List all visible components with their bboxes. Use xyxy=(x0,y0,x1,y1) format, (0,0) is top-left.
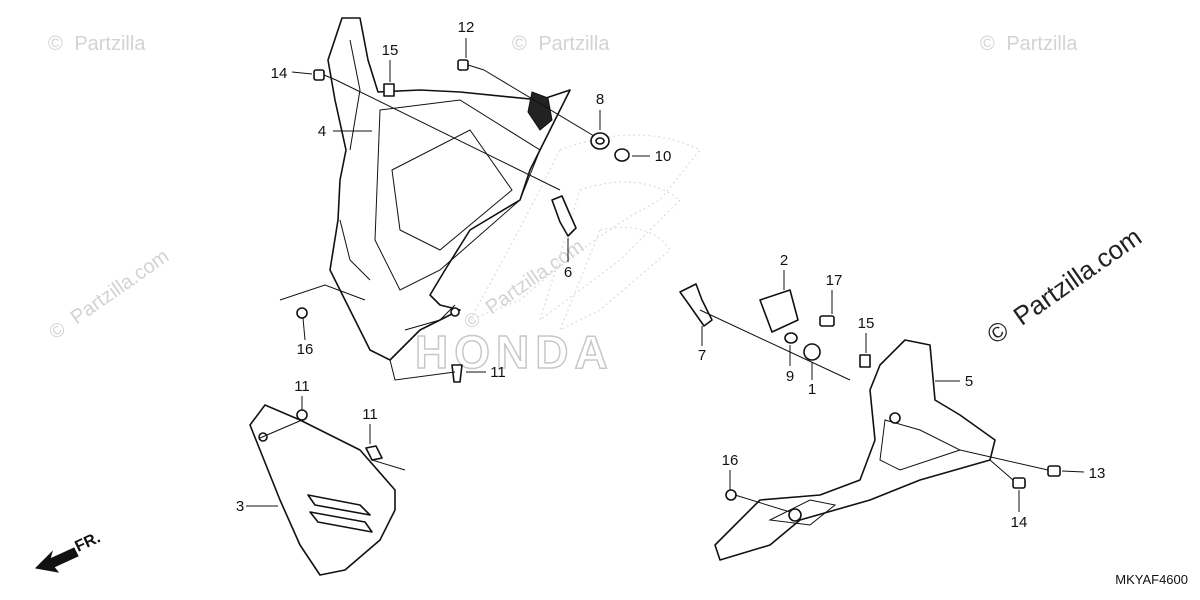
grommet-8-hole xyxy=(595,137,605,145)
bracket-6 xyxy=(551,195,577,237)
screw-11-upper xyxy=(451,364,463,383)
callout-14-lower: 14 xyxy=(1011,514,1028,531)
watermark-brand-url: Partzilla.com xyxy=(1008,221,1147,331)
bolt-17 xyxy=(819,315,835,327)
bolt-13 xyxy=(1047,465,1061,477)
callout-15-right: 15 xyxy=(858,315,875,332)
clip-15-right xyxy=(859,354,871,368)
watermark-top-left: © Partzilla xyxy=(48,33,146,55)
watermark-brand-url: Partzilla.com xyxy=(67,245,173,329)
clip-15-top xyxy=(383,83,395,97)
bolt-14-top xyxy=(313,69,337,81)
callout-15-top: 15 xyxy=(382,42,399,59)
part-4-inner-cowl xyxy=(327,17,571,361)
callout-11-upper: 11 xyxy=(490,364,506,381)
watermark-symbol: © xyxy=(48,33,63,55)
callout-10: 10 xyxy=(655,148,672,165)
callout-6: 6 xyxy=(564,264,572,281)
grommet-1 xyxy=(803,343,821,361)
bracket-7 xyxy=(679,283,713,327)
callout-16-right: 16 xyxy=(722,452,739,469)
clip-16-left xyxy=(296,307,308,319)
callout-5: 5 xyxy=(965,373,973,390)
arrow-left-icon xyxy=(34,547,79,573)
clip-16-right xyxy=(725,489,737,501)
direction-label: FR. xyxy=(73,529,104,555)
callouts: 12 15 14 4 8 10 6 16 11 11 11 3 2 17 7 1… xyxy=(236,19,1106,531)
watermark-top-center: © Partzilla xyxy=(512,33,610,55)
front-direction-arrow: FR. xyxy=(34,529,104,573)
honda-wing-logo: HONDA xyxy=(414,134,701,379)
watermark-brand: Partzilla xyxy=(538,33,610,55)
watermark-top-right: © Partzilla xyxy=(980,33,1078,55)
callout-1: 1 xyxy=(808,381,816,398)
callout-13: 13 xyxy=(1089,465,1106,482)
part-3-side-cover xyxy=(249,404,396,576)
part-5-under-cowl xyxy=(714,339,996,561)
bolt-12 xyxy=(457,59,485,71)
callout-7: 7 xyxy=(698,347,706,364)
callout-11-left: 11 xyxy=(294,378,310,395)
diagram-code: MKYAF4600 xyxy=(1115,572,1188,587)
bolt-14-lower xyxy=(1012,477,1026,489)
callout-2: 2 xyxy=(780,252,788,269)
callout-3: 3 xyxy=(236,498,244,515)
callout-8: 8 xyxy=(596,91,604,108)
watermark-symbol: © xyxy=(980,33,995,55)
callout-14-top: 14 xyxy=(271,65,288,82)
callout-16-left: 16 xyxy=(297,341,314,358)
watermark-symbol: © xyxy=(45,317,70,344)
callout-4: 4 xyxy=(318,123,326,140)
screw-11-lower xyxy=(365,445,383,461)
honda-logo-text: HONDA xyxy=(415,326,614,378)
watermark-center: © Partzilla.com xyxy=(460,235,588,334)
watermark-symbol: © xyxy=(512,33,527,55)
callout-11-lower: 11 xyxy=(362,406,378,423)
watermark-brand-url: Partzilla.com xyxy=(482,235,588,319)
callout-12: 12 xyxy=(458,19,475,36)
hardware xyxy=(296,59,1061,501)
collar-10 xyxy=(614,148,630,162)
watermark-symbol: © xyxy=(981,314,1014,350)
watermark-left: © Partzilla.com xyxy=(45,245,173,344)
nut-11-left xyxy=(296,409,308,421)
callout-9: 9 xyxy=(786,368,794,385)
callout-17: 17 xyxy=(826,272,843,289)
watermark-brand: Partzilla xyxy=(1006,33,1078,55)
watermark-right: © Partzilla.com xyxy=(981,221,1147,350)
collar-9 xyxy=(784,332,798,344)
bracket-2 xyxy=(759,289,799,333)
watermark-brand: Partzilla xyxy=(74,33,146,55)
leader-lines xyxy=(246,38,1085,513)
watermarks: © Partzilla © Partzilla © Partzilla © Pa… xyxy=(45,33,1147,350)
